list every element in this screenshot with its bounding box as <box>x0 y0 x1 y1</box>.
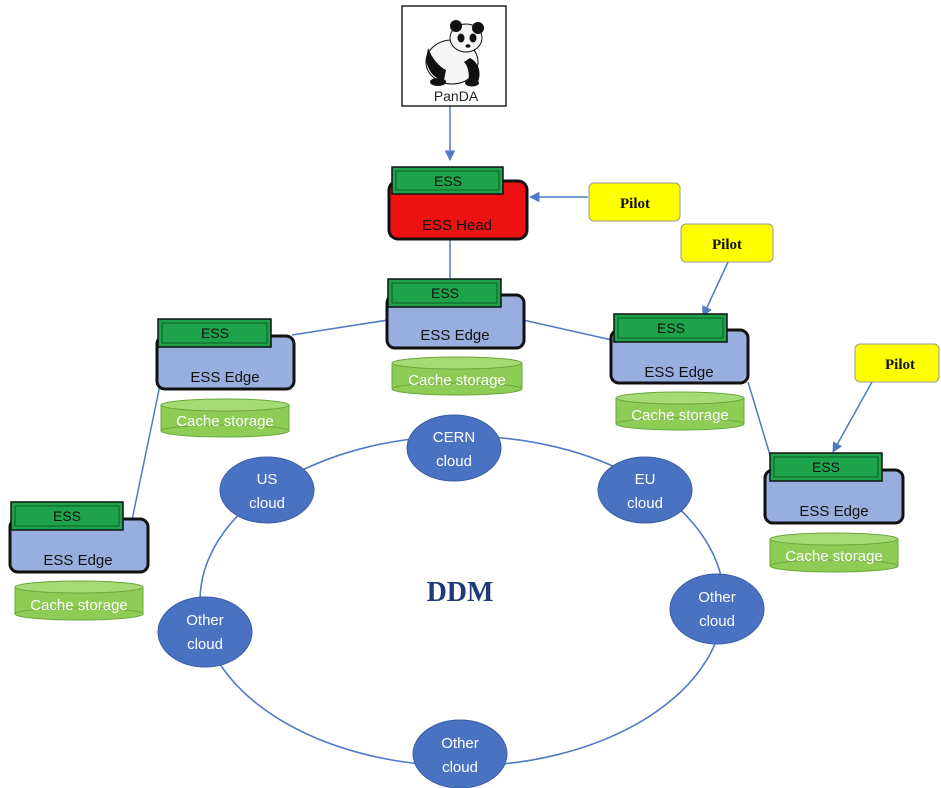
pilot-to-right-edge-arrow <box>702 261 729 317</box>
cache-storage-right[interactable]: Cache storage <box>615 391 745 431</box>
panda-logo-text: PanDA <box>434 88 479 104</box>
ess-edge-far-left-tab: ESS <box>10 501 124 531</box>
panda-logo: PanDA <box>401 5 507 107</box>
ess-edge-far-right-tab-label: ESS <box>812 459 840 475</box>
ess-edge-right-tab: ESS <box>613 313 728 343</box>
panda-icon <box>425 20 484 87</box>
cache-storage-left-label: Cache storage <box>176 413 274 430</box>
cloud-other-right[interactable]: Other cloud <box>669 573 765 645</box>
ess-edge-far-left[interactable]: ESS Edge ESS <box>8 501 150 574</box>
ess-edge-right-label: ESS Edge <box>644 364 713 381</box>
ess-head-tab-label: ESS <box>434 173 462 189</box>
ess-edge-far-left-tab-label: ESS <box>53 508 81 524</box>
cloud-cern-shape <box>406 414 502 482</box>
pilot-right-label: Pilot <box>712 237 742 253</box>
cloud-cern[interactable]: CERN cloud <box>406 414 502 482</box>
cloud-us-line1: US <box>257 471 278 488</box>
cloud-eu[interactable]: EU cloud <box>597 456 693 524</box>
ess-edge-left-tab-label: ESS <box>201 325 229 341</box>
clouds: CERN cloud US cloud EU cloud Other cloud… <box>157 414 765 788</box>
cache-storage-center-label: Cache storage <box>408 372 506 389</box>
pilot-head-label: Pilot <box>620 196 650 212</box>
cloud-us-line2: cloud <box>249 495 285 512</box>
ess-edge-left[interactable]: ESS Edge ESS <box>155 318 296 391</box>
cloud-other-bottom-line2: cloud <box>442 759 478 776</box>
ess-head-node[interactable]: ESS Head ESS <box>387 166 529 241</box>
pilot-head[interactable]: Pilot <box>588 182 681 222</box>
cache-storage-far-right[interactable]: Cache storage <box>769 532 899 573</box>
left-edge-to-far-left-edge-line <box>131 384 161 521</box>
pilot-to-far-right-edge-arrow <box>832 381 873 453</box>
pilot-far-right-box <box>854 343 940 383</box>
cloud-us[interactable]: US cloud <box>219 456 315 524</box>
ess-edge-right[interactable]: ESS Edge ESS <box>609 313 750 385</box>
ess-edge-center-tab-label: ESS <box>431 285 459 301</box>
ess-edge-far-right-tab: ESS <box>769 452 883 482</box>
pilot-far-right[interactable]: Pilot <box>854 343 940 383</box>
right-edge-to-far-right-edge-line <box>747 381 771 456</box>
cloud-other-right-line1: Other <box>698 589 736 606</box>
ess-head-label: ESS Head <box>422 217 492 234</box>
cloud-other-left-shape <box>157 596 253 668</box>
cloud-cern-line2: cloud <box>436 453 472 470</box>
cloud-other-left-line2: cloud <box>187 636 223 653</box>
center-to-left-edge-line <box>291 319 389 336</box>
ess-edge-far-right-label: ESS Edge <box>799 503 868 520</box>
ess-edge-far-right[interactable]: ESS Edge ESS <box>763 452 905 525</box>
cloud-eu-line1: EU <box>635 471 656 488</box>
cloud-eu-shape <box>597 456 693 524</box>
cloud-us-shape <box>219 456 315 524</box>
pilot-right[interactable]: Pilot <box>680 223 774 263</box>
cloud-other-left-line1: Other <box>186 612 224 629</box>
cloud-other-left[interactable]: Other cloud <box>157 596 253 668</box>
cache-storage-left[interactable]: Cache storage <box>160 398 290 438</box>
ess-edge-center[interactable]: ESS Edge ESS <box>385 278 526 350</box>
cache-storage-far-left[interactable]: Cache storage <box>14 580 144 621</box>
ess-edge-center-tab: ESS <box>387 278 502 308</box>
cloud-other-bottom[interactable]: Other cloud <box>412 719 508 788</box>
cloud-other-bottom-line1: Other <box>441 735 479 752</box>
pilot-head-box <box>588 182 681 222</box>
ess-edge-center-label: ESS Edge <box>420 327 489 344</box>
cloud-other-right-shape <box>669 573 765 645</box>
cache-storage-far-right-label: Cache storage <box>785 548 883 565</box>
pilot-right-box <box>680 223 774 263</box>
connectors <box>131 106 873 521</box>
cloud-eu-line2: cloud <box>627 495 663 512</box>
ess-edge-left-label: ESS Edge <box>190 369 259 386</box>
ess-head-tab: ESS <box>391 166 504 195</box>
cloud-cern-line1: CERN <box>433 429 476 446</box>
ess-edge-far-left-label: ESS Edge <box>43 552 112 569</box>
ess-edge-right-tab-label: ESS <box>657 320 685 336</box>
ddm-label: DDM <box>427 577 494 608</box>
pilot-far-right-label: Pilot <box>885 357 915 373</box>
cache-storage-far-left-label: Cache storage <box>30 597 128 614</box>
ess-edge-left-tab: ESS <box>157 318 272 348</box>
cache-storage-right-label: Cache storage <box>631 407 729 424</box>
cloud-other-right-line2: cloud <box>699 613 735 630</box>
cloud-other-bottom-shape <box>412 719 508 788</box>
cache-storage-center[interactable]: Cache storage <box>391 356 523 396</box>
center-to-right-edge-line <box>522 319 613 341</box>
